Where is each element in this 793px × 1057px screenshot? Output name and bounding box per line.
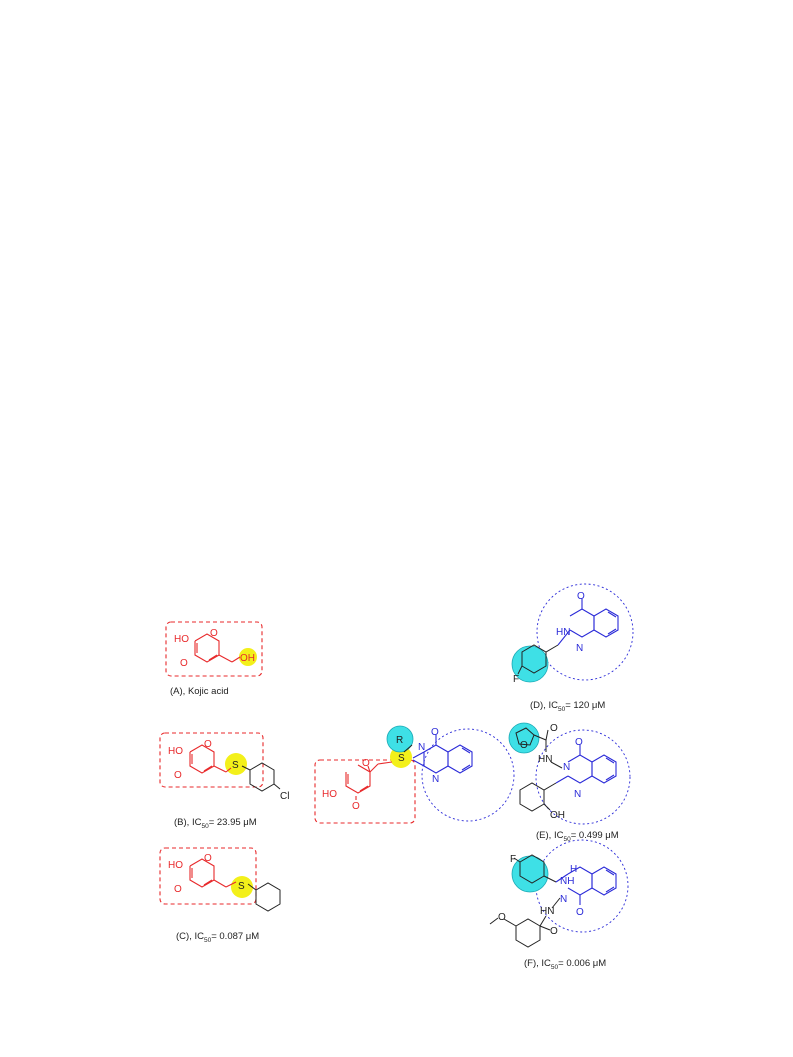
s-highlight-c [231, 876, 253, 898]
atom-s-c: S [238, 881, 245, 892]
structure-b: HO O O S Cl [159, 732, 289, 802]
kojic-box-c [159, 847, 257, 905]
kojic-box-hybrid [314, 759, 416, 824]
atom-o-ring-hybrid: O [362, 758, 370, 769]
atom-o-d: O [577, 591, 585, 602]
atom-hn-amide-f: HN [540, 906, 554, 917]
atom-h-f: H [570, 864, 577, 875]
atom-o-keto-c: O [174, 884, 182, 895]
caption-e: (E), IC50= 0.499 μM [536, 830, 619, 843]
atom-f-d: F [513, 674, 519, 685]
kojic-box-b [159, 732, 264, 788]
structure-c: HO O O S [159, 847, 281, 912]
caption-b: (B), IC50= 23.95 μM [174, 817, 257, 830]
kojic-box-a [165, 621, 263, 677]
atom-o-ring-b: O [204, 739, 212, 750]
atom-o-keto-hybrid: O [352, 801, 360, 812]
atom-o-quin-f: O [576, 907, 584, 918]
atom-ho-c: HO [168, 860, 183, 871]
caption-c: (C), IC50= 0.087 μM [176, 931, 259, 944]
atom-ho: HO [174, 634, 189, 645]
atom-r: R [396, 735, 403, 746]
atom-n3-f: N [560, 894, 567, 905]
caption-a: (A), Kojic acid [170, 686, 229, 697]
atom-s-hybrid: S [398, 753, 405, 764]
atom-n1-hybrid: N [432, 774, 439, 785]
structure-f: F H NH N O HN O O [489, 839, 629, 948]
oh-highlight [239, 648, 257, 666]
caption-f: (F), IC50= 0.006 μM [524, 958, 606, 971]
atom-o-ring: O [210, 628, 218, 639]
structure-d: O HN N F [511, 583, 634, 685]
s-highlight-b [225, 753, 247, 775]
atom-n-d: N [576, 643, 583, 654]
atom-cl: Cl [280, 791, 289, 802]
atom-o-ring-c: O [204, 853, 212, 864]
atom-o-amide-f: O [550, 926, 558, 937]
structure-e: O O HN N O N OH [508, 722, 631, 825]
quinazolinone-ring-hybrid [421, 728, 515, 822]
atom-o-furan: O [520, 740, 528, 751]
atom-oh-e: OH [550, 810, 565, 821]
atom-oh: OH [240, 653, 255, 664]
structure-a-kojic-acid: HO O O OH [165, 621, 263, 677]
atom-hn-e: HN [538, 754, 552, 765]
atom-ho-hybrid: HO [322, 789, 337, 800]
furan-highlight-e [508, 722, 540, 754]
atom-f-f: F [510, 854, 516, 865]
atom-o-amide-e: O [550, 723, 558, 734]
structure-hybrid-design: HO O O R S N O N [314, 725, 515, 824]
r-group-highlight [386, 725, 414, 753]
atom-hn-d: HN [556, 627, 570, 638]
atom-ho-b: HO [168, 746, 183, 757]
atom-s-b: S [232, 760, 239, 771]
atom-o-methoxy: O [498, 912, 506, 923]
atom-nh-f: NH [560, 876, 574, 887]
quinazolinone-ring-f [535, 839, 629, 933]
quinazolinone-ring-d [536, 583, 634, 681]
atom-o-quin-hybrid: O [431, 727, 439, 738]
quinazolinone-ring-e [535, 729, 631, 825]
atom-n1-e: N [574, 789, 581, 800]
caption-d: (D), IC50= 120 μM [530, 700, 605, 713]
atom-n3-hybrid: N [418, 742, 425, 753]
atom-o-keto-b: O [174, 770, 182, 781]
atom-o-keto: O [180, 658, 188, 669]
fluorophenyl-highlight-d [511, 645, 549, 683]
atom-o-quin-e: O [575, 737, 583, 748]
atom-n3-e: N [563, 762, 570, 773]
